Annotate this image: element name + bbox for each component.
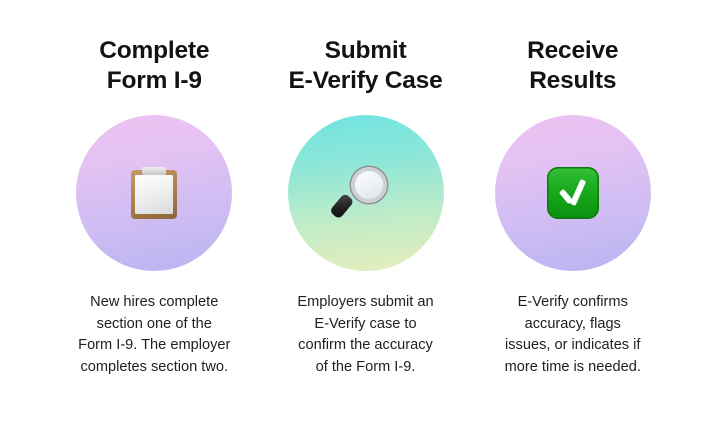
step-1-gradient-circle	[76, 115, 233, 271]
step-3-icon-circle-wrapper	[494, 115, 651, 271]
magnifying-glass-icon	[328, 162, 397, 224]
step-2-description: Employers submit an E-Verify case to con…	[297, 294, 434, 375]
step-1-heading: Complete Form I-9	[99, 37, 210, 94]
step-receive-results: Receive Results E-Verify confirms accura…	[473, 0, 672, 378]
step-3-description: E-Verify confirms accuracy, flags issues…	[504, 294, 641, 375]
step-3-heading: Receive Results	[527, 37, 619, 94]
step-1-description: New hires complete section one of the Fo…	[78, 294, 231, 375]
step-2-icon-circle-wrapper	[287, 115, 444, 271]
step-2-heading: Submit E-Verify Case	[288, 37, 443, 94]
step-submit-everify-case: Submit E-Verify Case Employers submit an…	[262, 0, 470, 378]
clipboard-icon	[123, 162, 185, 224]
step-2-gradient-circle	[287, 115, 444, 271]
green-check-mark-icon	[542, 162, 604, 224]
step-3-gradient-circle	[494, 115, 651, 271]
step-complete-form-i9: Complete Form I-9 New hires complete sec…	[55, 0, 254, 378]
step-1-icon-circle-wrapper	[76, 115, 233, 271]
